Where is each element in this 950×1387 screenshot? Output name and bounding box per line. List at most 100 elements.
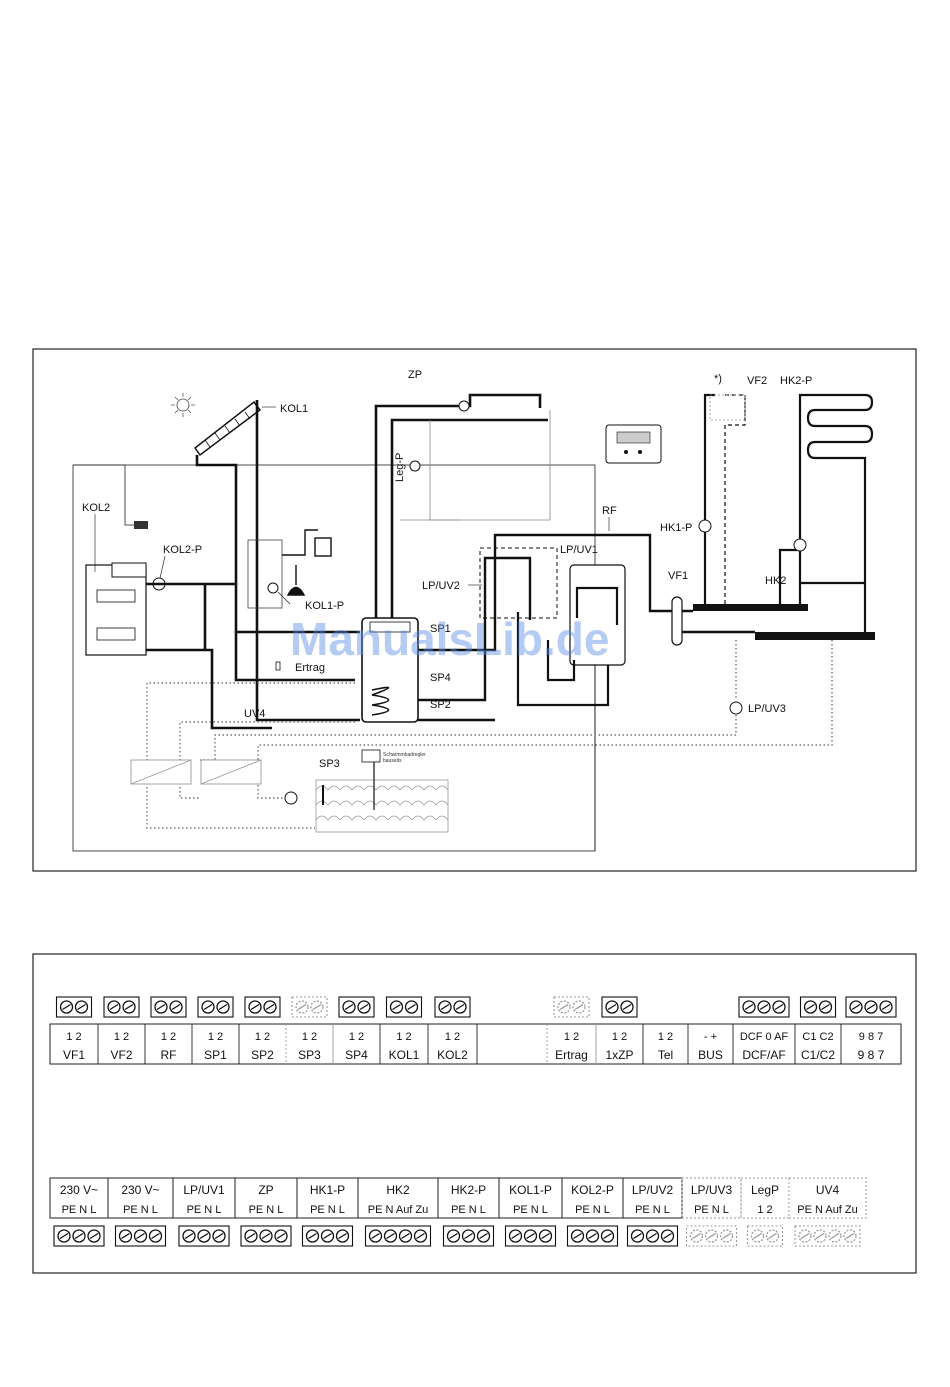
diagram-labels: ZP KOL1 KOL2 KOL2-P KOL1-P Leg-P RF LP/U… [82,369,812,770]
terminal-screw-icon [398,1229,413,1243]
terminal-ertrag: 1 2 Ertrag [546,996,590,1064]
terminal-label-zp: ZP [258,1183,273,1197]
terminal-pins-sp2: 1 2 [255,1031,270,1043]
terminal-screw-icon [704,1229,719,1243]
terminal-screw-icon [803,1000,818,1014]
watermark: ManualsLib.de [290,613,609,665]
terminal-screws-uv4 [794,1225,861,1247]
terminal-hk2p: HK2-PPE N L [437,1177,500,1247]
label-sp4: SP4 [430,672,451,684]
terminal-987: 9 8 79 8 7 [840,996,897,1064]
terminal-pins-zp: PE N L [249,1204,284,1216]
terminal-label-ertrag: Ertrag [555,1048,588,1062]
terminal-screw-icon [757,1000,771,1014]
terminal-screws-1xzp [601,996,638,1018]
terminal-screw-icon [169,1000,183,1014]
terminal-screw-icon [538,1229,553,1243]
label-kol2: KOL2 [82,502,110,514]
terminal-screws-hk1p [301,1225,354,1247]
terminal-pins-ertrag: 1 2 [564,1031,579,1043]
solid-fuel-boiler [85,521,148,656]
terminal-screw-icon [305,1229,320,1243]
terminal-pins-c1c2: C1 C2 [802,1031,833,1043]
terminal-label-vf2: VF2 [110,1048,132,1062]
terminal-screw-icon [849,1000,863,1014]
terminal-screw-icon [818,1000,833,1014]
label-ertrag: Ertrag [295,662,325,674]
terminal-label-rf: RF [161,1048,177,1062]
terminal-screw-icon [742,1000,756,1014]
label-sp1: SP1 [430,623,451,635]
terminal-screws-hk2 [364,1225,432,1247]
label-lp-uv2: LP/UV2 [422,580,460,592]
label-sp3: SP3 [319,758,340,770]
terminal-screw-icon [461,1229,476,1243]
terminal-screw-icon [813,1229,827,1243]
room-controller-icon [605,424,662,464]
terminal-hk1p: HK1-PPE N L [296,1177,359,1247]
terminal-label-vf1: VF1 [63,1048,85,1062]
terminal-screws-kol2 [434,996,471,1018]
terminal-screws-lpuv2 [626,1225,679,1247]
terminal-screw-icon [798,1229,812,1243]
boiler-sensor-lead [73,464,140,526]
terminal-230b: 230 V~PE N L [107,1177,174,1247]
terminal-screws-legp [746,1225,784,1247]
terminal-label-tel: Tel [658,1048,673,1062]
terminal-screw-icon [259,1229,273,1243]
terminal-screw-icon [572,1000,586,1014]
terminal-label-uv4: UV4 [816,1183,840,1197]
solar-collector [193,400,262,457]
label-uv4: UV4 [244,708,265,720]
terminal-screws-kol1p [504,1225,557,1247]
terminal-screws-vf1 [55,996,93,1018]
terminal-screw-icon [828,1229,842,1243]
terminal-screw-icon [107,1000,121,1014]
terminal-screws-sp2 [244,996,281,1018]
hydraulic-separator [671,596,683,646]
terminal-label-sp4: SP4 [345,1048,368,1062]
label-lp-uv3: LP/UV3 [748,703,786,715]
terminal-screw-icon [118,1229,133,1243]
terminal-label-1xzp: 1xZP [605,1048,633,1062]
pool-heat-exchangers [130,759,262,785]
terminal-pins-230b: PE N L [123,1204,158,1216]
terminal-screws-230b [114,1225,167,1247]
terminal-screw-icon [248,1000,262,1014]
terminal-label-sp2: SP2 [251,1048,274,1062]
terminal-screw-icon [413,1229,428,1243]
terminal-pins-230a: PE N L [62,1204,97,1216]
terminal-panel-frame [32,953,917,1274]
terminal-screw-icon [74,1000,89,1014]
swimming-pool [284,749,449,833]
terminal-screw-icon [557,1000,571,1014]
zp-pump-icon [458,400,470,412]
terminal-screw-icon [476,1229,491,1243]
hk2-pump-icon [793,538,807,552]
terminal-label-kol2p: KOL2-P [571,1183,614,1197]
terminal-pins-rf: 1 2 [161,1031,176,1043]
terminal-screws-lpuv3 [685,1225,738,1247]
kol1-pump-icon [267,582,279,594]
terminal-label-sp3: SP3 [298,1048,321,1062]
terminal-label-bus: BUS [698,1048,723,1062]
terminal-pins-lpuv3: PE N L [694,1204,729,1216]
terminal-screw-icon [508,1229,523,1243]
terminal-label-dcf: DCF/AF [742,1048,785,1062]
terminal-screw-icon [389,1000,404,1014]
terminal-label-lpuv2: LP/UV2 [632,1183,674,1197]
label-rf: RF [602,505,617,517]
terminal-230a: 230 V~PE N L [49,1177,109,1247]
terminal-label-kol1: KOL1 [389,1048,420,1062]
terminal-screw-icon [772,1000,786,1014]
terminal-screw-icon [689,1229,704,1243]
